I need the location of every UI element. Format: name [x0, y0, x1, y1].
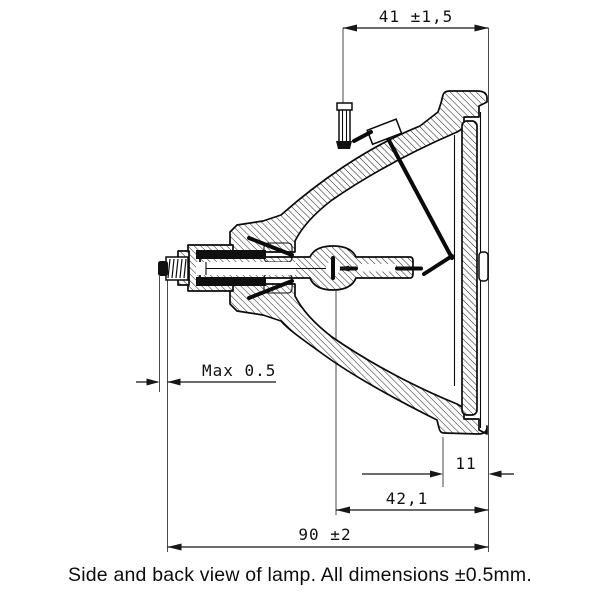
- dimension-front-depth: 41 ±1,5: [343, 7, 489, 32]
- dimension-label-421: 42,1: [386, 489, 429, 508]
- dimension-label-41: 41 ±1,5: [379, 7, 453, 26]
- arrowhead-left: [336, 506, 350, 514]
- stud-tip: [158, 261, 168, 276]
- arrowhead-left: [343, 24, 357, 32]
- arrowhead-right: [474, 543, 489, 551]
- reflector-upper-shell: [229, 90, 488, 253]
- wire-lug: [366, 118, 403, 146]
- lens: [461, 120, 478, 416]
- clamp-wedge-lower: [247, 279, 294, 300]
- back-plane-tab: [478, 251, 489, 282]
- dimension-label-max05: Max 0.5: [202, 361, 276, 380]
- reflector-lower-shell: [229, 283, 488, 435]
- stud-thread-marks: [167, 258, 187, 279]
- stem-arrowhead: [337, 265, 349, 272]
- contact-band-lower: [196, 277, 266, 286]
- support-wire-short: [422, 254, 454, 276]
- dimension-lens-depth: 11: [362, 454, 514, 478]
- arrowhead-left: [146, 378, 160, 386]
- arrowhead-left: [167, 543, 182, 551]
- contact-band-upper: [196, 250, 266, 259]
- dimension-label-90: 90 ±2: [298, 525, 351, 544]
- lamp-body: [158, 90, 489, 435]
- clamp-wedge-upper: [247, 236, 294, 257]
- support-wire-long: [383, 131, 454, 260]
- extension-lines: [159, 28, 489, 552]
- stem-slot: [358, 264, 396, 272]
- dimension-face-to-center: 42,1: [336, 489, 489, 514]
- dimension-label-11: 11: [455, 454, 476, 473]
- arrowhead-right: [474, 24, 489, 32]
- lug-foot: [352, 130, 373, 143]
- figure-caption: Side and back view of lamp. All dimensio…: [68, 564, 532, 586]
- nib-foot: [336, 141, 352, 149]
- exhaust-nib: [336, 102, 353, 149]
- dimension-overall-length: 90 ±2: [167, 525, 489, 551]
- arrowhead-right: [488, 470, 502, 478]
- dimension-stud-clearance: Max 0.5: [136, 361, 276, 386]
- arrowhead-right: [474, 506, 489, 514]
- arrowhead-left: [430, 470, 443, 478]
